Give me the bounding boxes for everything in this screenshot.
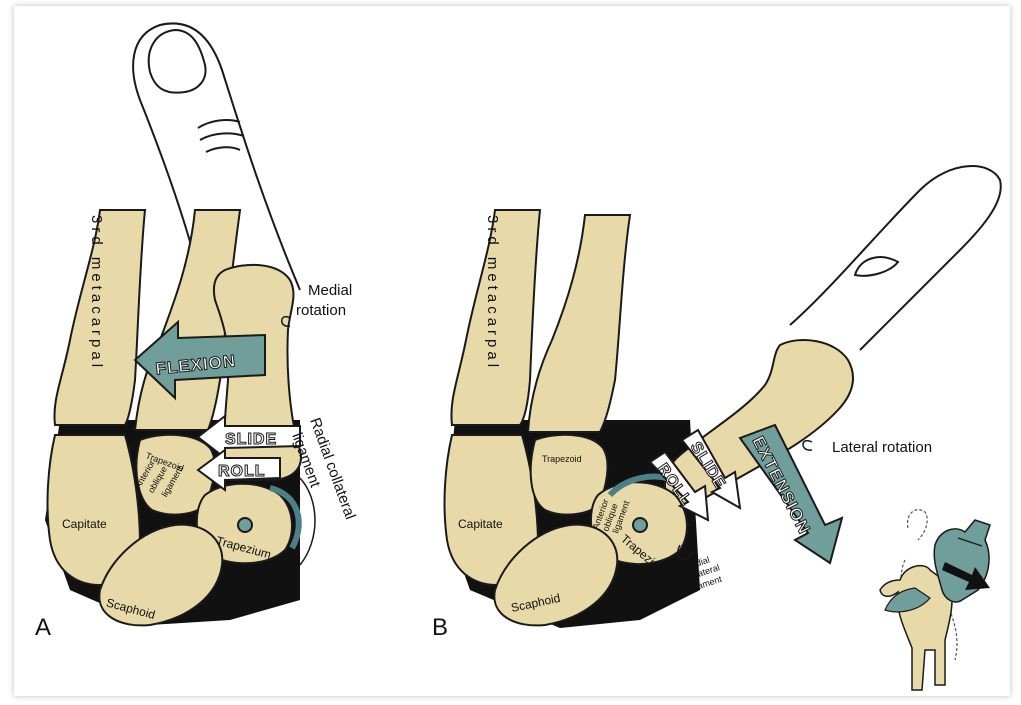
medial-rotation-label-1: Medial	[308, 282, 352, 299]
slide-label-a: SLIDE	[225, 431, 277, 448]
panel-a: FLEXION SLIDE ROLL Medial rotation 3rd m…	[35, 23, 359, 641]
horse-rider-analogy-icon	[880, 510, 990, 690]
panel-b: SLIDE ROLL EXTENSION Lateral rotation 3r…	[432, 166, 1001, 690]
panel-letter-a: A	[35, 614, 51, 641]
knuckle-creases-a	[198, 120, 244, 152]
thumb-outline-b	[790, 166, 1001, 350]
capitate-label-b: Capitate	[458, 517, 503, 531]
axis-dot-b	[633, 518, 647, 532]
lateral-rotation-label: Lateral rotation	[832, 439, 932, 456]
third-metacarpal-label-a: 3rd metacarpal	[88, 215, 105, 371]
thumbnail-a	[149, 30, 206, 93]
axis-dot-a	[238, 518, 252, 532]
thumbnail-b	[855, 257, 898, 276]
first-metacarpal-b	[665, 340, 853, 506]
second-metacarpal-b	[528, 215, 630, 432]
third-metacarpal-label-b: 3rd metacarpal	[484, 215, 501, 371]
roll-label-a: ROLL	[218, 463, 266, 480]
panel-letter-b: B	[432, 614, 448, 641]
lateral-rotation-icon	[803, 441, 812, 451]
trapezoid-label-b: Trapezoid	[542, 454, 582, 464]
capitate-label-a: Capitate	[62, 517, 107, 531]
medial-rotation-label-2: rotation	[296, 302, 346, 319]
ligament-arrow-a	[300, 478, 315, 565]
